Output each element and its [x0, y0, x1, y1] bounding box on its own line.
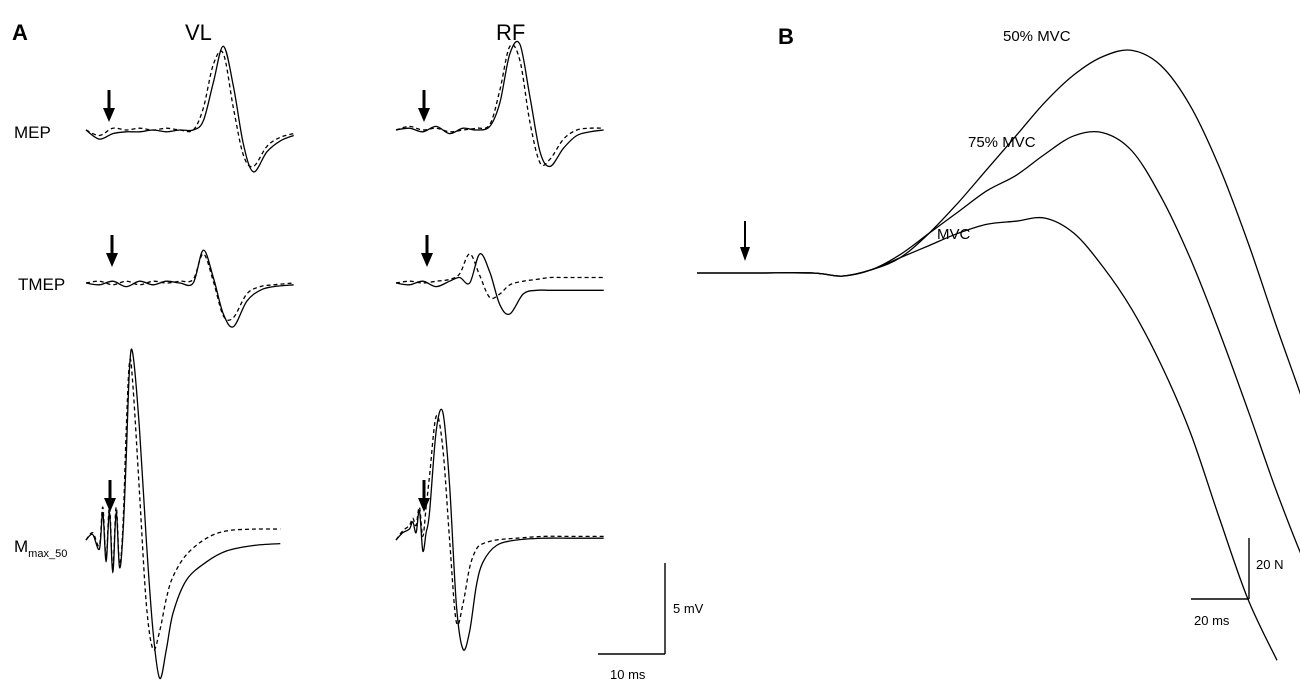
trace-rf-mmax-solid [395, 408, 604, 651]
scale-bar-b-y-label: 20 N [1256, 557, 1283, 572]
column-header-vl: VL [185, 20, 212, 45]
scale-bar-a-y-label: 5 mV [673, 601, 704, 616]
series-label-75-mvc: 75% MVC [968, 134, 1036, 151]
force-curve-mvc [697, 216, 1278, 661]
series-label-50-mvc: 50% MVC [1003, 28, 1071, 45]
down-arrow-icon [418, 480, 430, 512]
force-curve-75-mvc [697, 130, 1300, 554]
trace-vl-tmep-solid [85, 249, 294, 328]
scale-bar-a-x-label: 10 ms [610, 667, 646, 682]
down-arrow-icon [106, 235, 118, 267]
trace-vl-mmax-solid [85, 348, 281, 680]
trace-vl-mmax-dashed [85, 358, 281, 651]
column-header-rf: RF [496, 20, 525, 45]
scale-bar-a: 5 mV 10 ms [598, 563, 704, 682]
trace-group-rf-mep [395, 40, 604, 168]
scale-bar-b: 20 N 20 ms [1191, 538, 1283, 628]
trace-rf-tmep-dashed [395, 253, 604, 300]
row-label-mmax-subscript: max_50 [28, 548, 67, 560]
down-arrow-icon [740, 221, 750, 261]
down-arrow-icon [104, 480, 116, 512]
trace-vl-mep-dashed [85, 50, 294, 168]
panel-b-letter: B [778, 24, 794, 49]
trace-group-vl-mmax [85, 348, 281, 680]
scale-bar-b-x-label: 20 ms [1194, 613, 1230, 628]
down-arrow-icon [418, 90, 430, 122]
down-arrow-icon [421, 235, 433, 267]
trace-group-vl-mep [85, 45, 294, 173]
trace-vl-tmep-dashed [85, 253, 294, 321]
series-label-mvc: MVC [937, 226, 971, 243]
row-label-mmax-main: M [14, 537, 28, 556]
row-label-mmax: Mmax_50 [14, 537, 67, 560]
trace-group-rf-mmax [395, 408, 604, 651]
row-label-tmep: TMEP [18, 275, 65, 294]
trace-rf-mep-solid [395, 40, 604, 168]
panel-a-letter: A [12, 20, 28, 45]
trace-group-rf-tmep [395, 253, 604, 315]
row-label-mep: MEP [14, 123, 51, 142]
trace-group-vl-tmep [85, 249, 294, 328]
trace-rf-tmep-solid [395, 253, 604, 315]
trace-vl-mep-solid [85, 45, 294, 173]
down-arrow-icon [103, 90, 115, 122]
trace-rf-mmax-dashed [395, 414, 604, 626]
